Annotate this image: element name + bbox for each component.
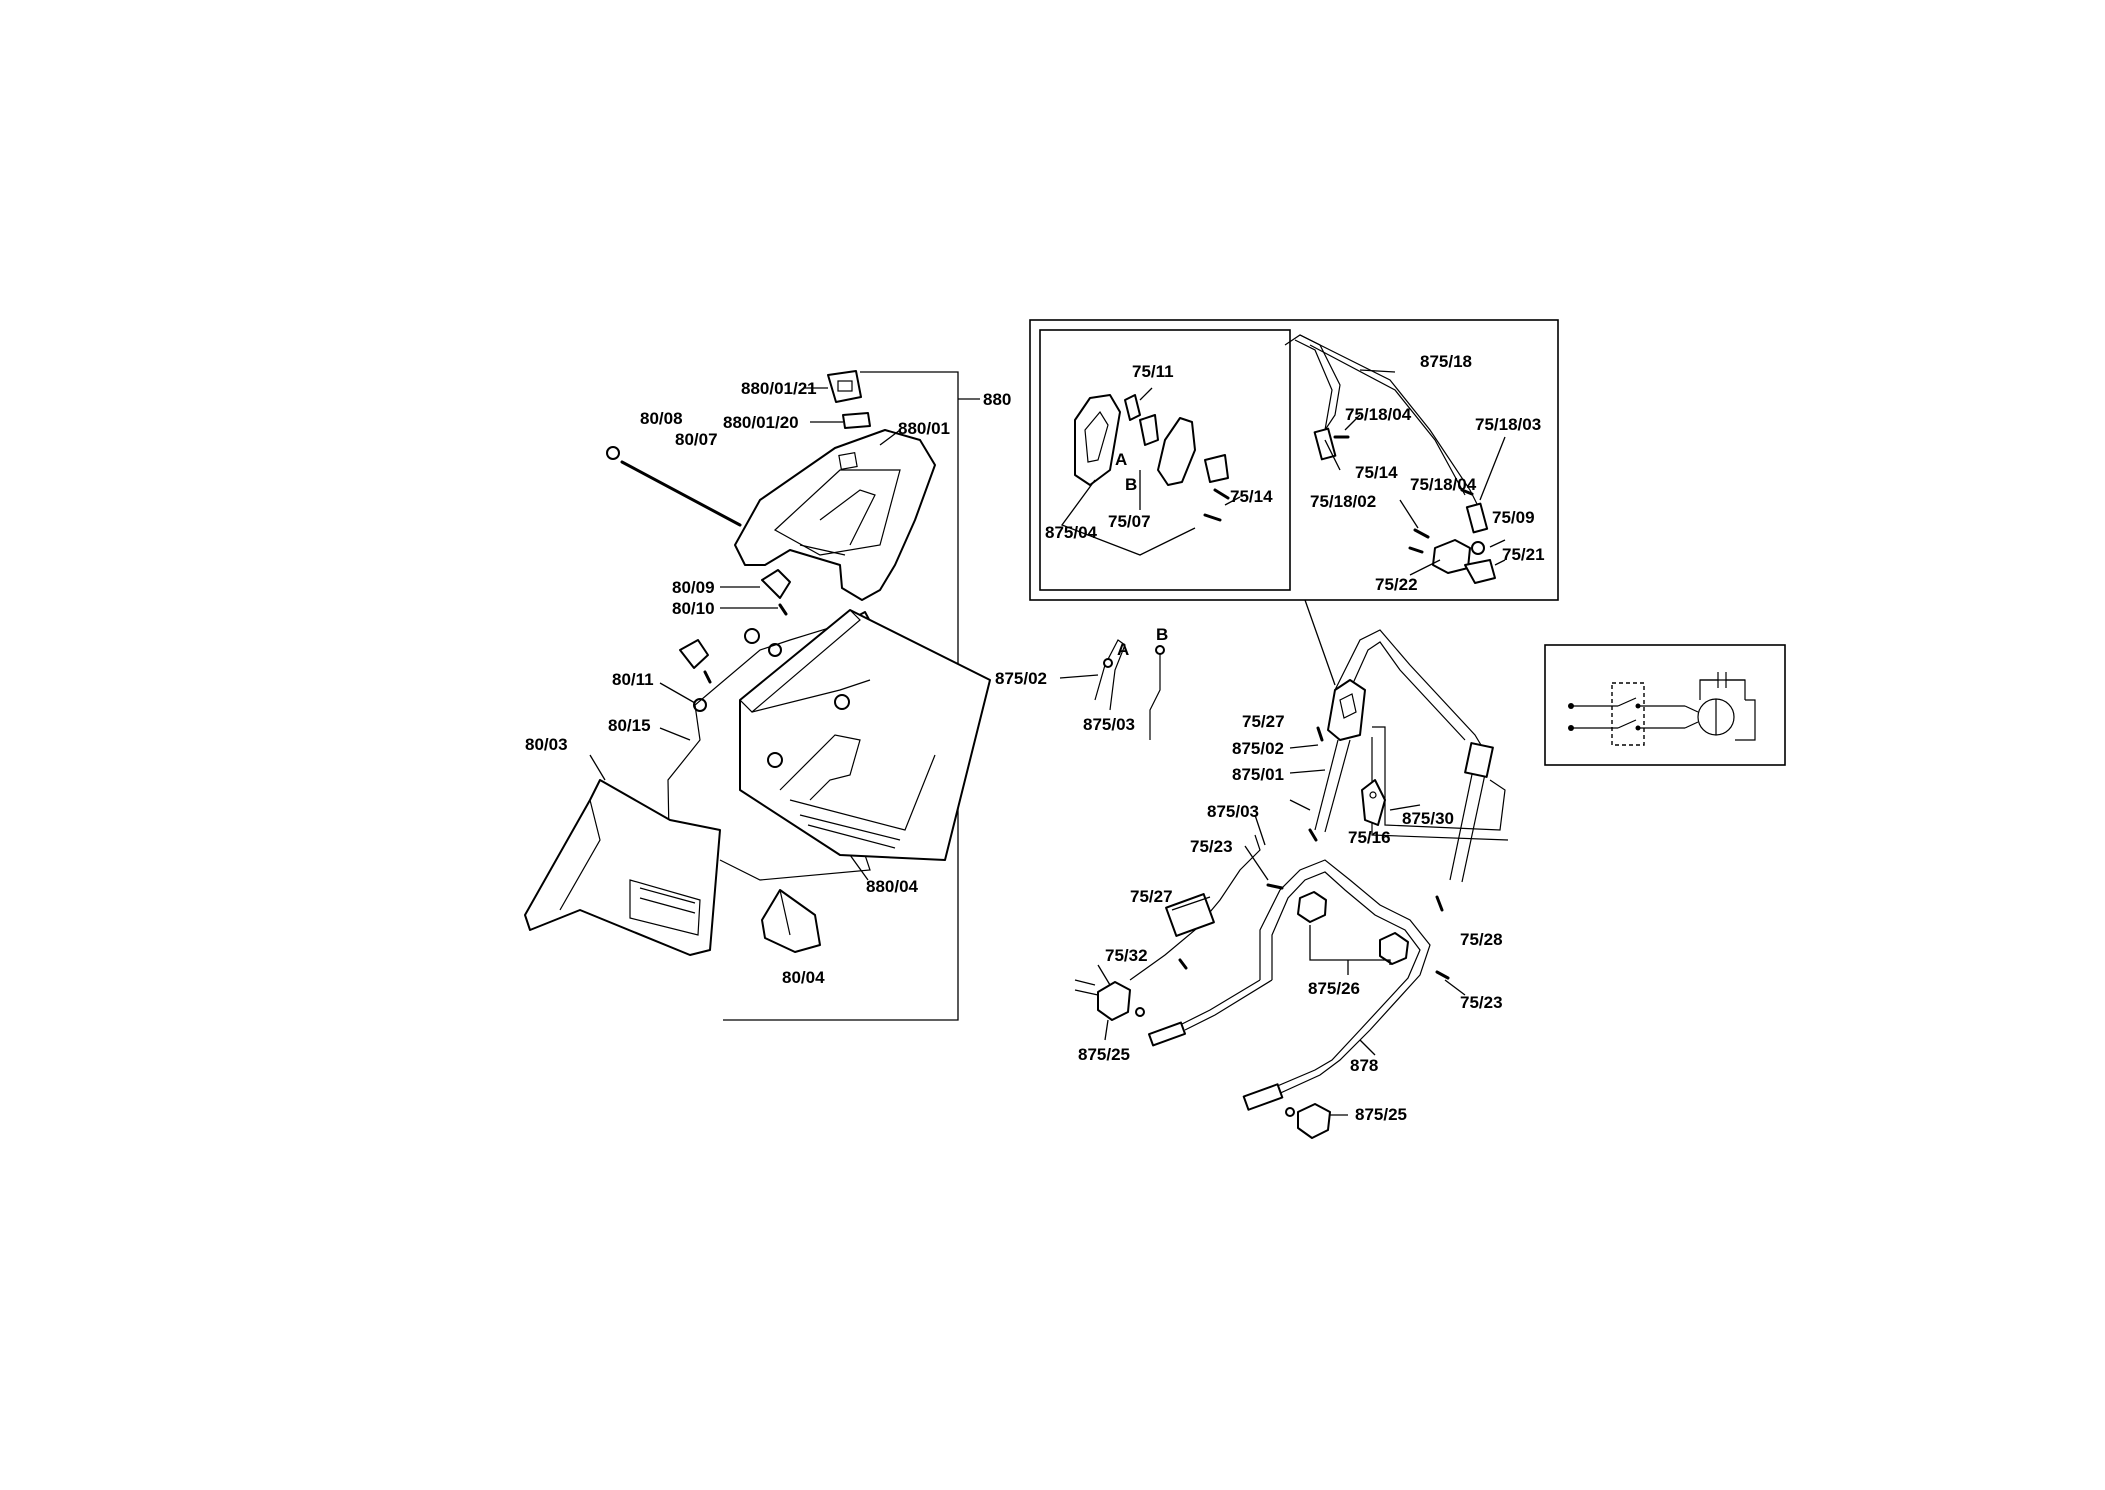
label-75-32: 75/32 [1105, 946, 1148, 965]
label-inset-b: B [1125, 475, 1137, 494]
label-875-18: 875/18 [1420, 352, 1472, 371]
label-80-10: 80/10 [672, 599, 715, 618]
label-880: 880 [983, 390, 1011, 409]
schematic-frame [1544, 644, 1786, 766]
label-cable-b: B [1156, 625, 1168, 644]
part-875-30-handle [1334, 629, 1491, 761]
label-75-27-top: 75/27 [1242, 712, 1285, 731]
part-878-lower-handle [1259, 859, 1431, 1101]
label-75-07: 75/07 [1108, 512, 1151, 531]
label-875-02: 875/02 [1232, 739, 1284, 758]
part-80-04-deflector [761, 889, 821, 953]
labels: 880/01/21 880 80/08 880/01/20 880/01 80/… [525, 352, 1545, 1124]
part-80-10-screw [778, 603, 788, 616]
part-875-25-knob-right [1297, 1103, 1331, 1139]
label-inset-a: A [1115, 450, 1127, 469]
part-75-21-block [1464, 559, 1496, 584]
label-75-18-02: 75/18/02 [1310, 492, 1376, 511]
label-875-04: 875/04 [1045, 523, 1098, 542]
label-75-22: 75/22 [1375, 575, 1418, 594]
label-875-02-cable: 875/02 [995, 669, 1047, 688]
part-875-26-knob-top [1297, 891, 1327, 923]
label-75-18-03: 75/18/03 [1475, 415, 1541, 434]
label-75-14: 75/14 [1355, 463, 1398, 482]
label-80-08: 80/08 [640, 409, 683, 428]
part-80-03-flap [524, 779, 721, 956]
label-75-18-04-b: 75/18/04 [1410, 475, 1477, 494]
label-880-01-21: 880/01/21 [741, 379, 817, 398]
label-80-11: 80/11 [612, 670, 654, 689]
label-75-27-mid: 75/27 [1130, 887, 1173, 906]
label-75-11: 75/11 [1132, 362, 1174, 381]
part-880-01-21 [827, 370, 862, 403]
wiring-schematic [1544, 644, 1786, 766]
label-cable-a: A [1117, 640, 1129, 659]
part-80-08-nut [606, 446, 620, 460]
part-75-16-clip [1361, 779, 1386, 826]
cables-group [1059, 639, 1165, 740]
label-80-07: 80/07 [675, 430, 718, 449]
label-75-28: 75/28 [1460, 930, 1503, 949]
grass-box-group [524, 370, 991, 1021]
part-880-01-20 [842, 412, 871, 429]
part-switch-housing-right [1157, 417, 1196, 486]
label-880-01-20: 880/01/20 [723, 413, 799, 432]
part-875-25-knob-left [1097, 981, 1131, 1021]
label-75-18-04-a: 75/18/04 [1345, 405, 1412, 424]
part-875-18-handle [1284, 334, 1341, 431]
label-80-04: 80/04 [782, 968, 825, 987]
label-80-15: 80/15 [608, 716, 651, 735]
part-switch-box [1327, 679, 1366, 741]
label-875-26: 875/26 [1308, 979, 1360, 998]
inset-switch-box [1029, 319, 1559, 686]
label-875-03: 875/03 [1207, 802, 1259, 821]
part-80-07-rod [620, 460, 742, 527]
handle-assembly [1074, 629, 1509, 1139]
label-878: 878 [1350, 1056, 1378, 1075]
part-880-01-cover [734, 429, 936, 601]
label-75-21: 75/21 [1502, 545, 1545, 564]
part-875-02-cable [1094, 639, 1126, 711]
part-875-26-knob-bottom [1379, 932, 1409, 965]
label-875-30: 875/30 [1402, 809, 1454, 828]
label-880-01: 880/01 [898, 419, 950, 438]
inset-frame [1029, 319, 1559, 601]
label-75-23-left: 75/23 [1190, 837, 1233, 856]
label-80-09: 80/09 [672, 578, 715, 597]
label-875-03-cable: 875/03 [1083, 715, 1135, 734]
part-switch-housing-left [1074, 394, 1121, 486]
part-switch-insert [1139, 414, 1159, 446]
part-875-03-cable [1149, 650, 1161, 740]
label-875-01: 875/01 [1232, 765, 1284, 784]
inset-sub-frame [1039, 329, 1291, 591]
part-75-22-switch [1432, 539, 1471, 574]
label-75-16: 75/16 [1348, 828, 1391, 847]
label-75-09: 75/09 [1492, 508, 1535, 527]
part-clip-left [679, 639, 709, 669]
part-80-09-clip [761, 569, 791, 599]
label-875-25-right: 875/25 [1355, 1105, 1407, 1124]
label-75-23-right: 75/23 [1460, 993, 1503, 1012]
label-75-14-inset: 75/14 [1230, 487, 1273, 506]
label-880-04: 880/04 [866, 877, 919, 896]
label-80-03: 80/03 [525, 735, 568, 754]
label-875-25-left: 875/25 [1078, 1045, 1130, 1064]
